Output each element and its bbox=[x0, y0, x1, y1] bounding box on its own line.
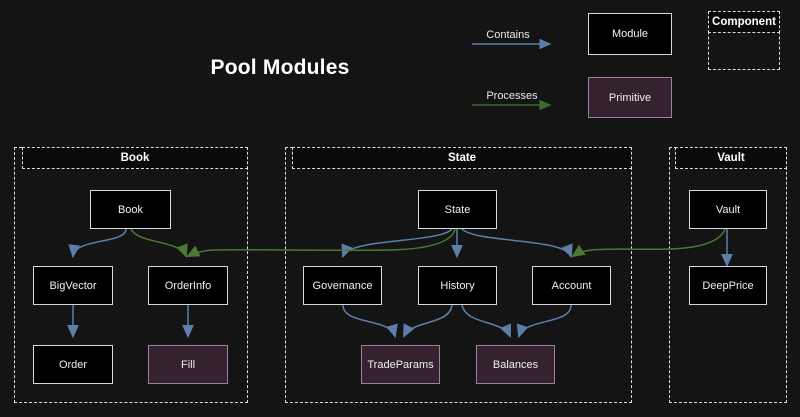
legend-node-primitive: Primitive bbox=[588, 77, 672, 118]
node-fill[interactable]: Fill bbox=[148, 345, 228, 384]
node-balances[interactable]: Balances bbox=[476, 345, 555, 384]
node-bigvector[interactable]: BigVector bbox=[33, 266, 113, 305]
node-book-label: Book bbox=[117, 203, 144, 216]
node-order[interactable]: Order bbox=[33, 345, 113, 384]
node-vault[interactable]: Vault bbox=[689, 190, 767, 229]
legend-label-processes: Processes bbox=[486, 90, 538, 102]
node-account[interactable]: Account bbox=[532, 266, 611, 305]
legend-arrow-contains bbox=[472, 38, 552, 50]
cluster-state-label: State bbox=[447, 152, 477, 164]
node-state-label: State bbox=[444, 203, 471, 216]
legend-arrow-processes bbox=[472, 99, 552, 111]
node-bigvector-label: BigVector bbox=[49, 279, 97, 292]
node-governance-label: Governance bbox=[312, 279, 373, 292]
legend-component-label: Component bbox=[712, 16, 776, 28]
node-governance[interactable]: Governance bbox=[303, 266, 382, 305]
cluster-vault-header: Vault bbox=[675, 147, 787, 169]
page-title: Pool Modules bbox=[210, 56, 350, 79]
node-tradeparams-label: TradeParams bbox=[367, 358, 434, 371]
legend-label-contains: Contains bbox=[486, 29, 530, 41]
cluster-book-header: Book bbox=[22, 147, 248, 169]
node-state[interactable]: State bbox=[418, 190, 497, 229]
node-book[interactable]: Book bbox=[90, 190, 171, 229]
cluster-state-header: State bbox=[292, 147, 632, 169]
node-orderinfo[interactable]: OrderInfo bbox=[148, 266, 228, 305]
node-vault-label: Vault bbox=[715, 203, 741, 216]
node-history-label: History bbox=[440, 279, 475, 292]
node-fill-label: Fill bbox=[180, 358, 196, 371]
node-order-label: Order bbox=[58, 358, 88, 371]
cluster-vault-label: Vault bbox=[717, 152, 745, 164]
node-balances-label: Balances bbox=[492, 358, 539, 371]
node-deepprice[interactable]: DeepPrice bbox=[689, 266, 767, 305]
cluster-book-label: Book bbox=[120, 152, 150, 164]
node-tradeparams[interactable]: TradeParams bbox=[361, 345, 440, 384]
node-history[interactable]: History bbox=[418, 266, 497, 305]
node-orderinfo-label: OrderInfo bbox=[164, 279, 212, 292]
legend-node-module-label: Module bbox=[611, 28, 649, 40]
legend-node-module: Module bbox=[588, 13, 672, 55]
legend-component-header: Component bbox=[708, 11, 780, 33]
node-deepprice-label: DeepPrice bbox=[702, 279, 754, 292]
node-account-label: Account bbox=[551, 279, 592, 292]
legend-node-primitive-label: Primitive bbox=[608, 91, 652, 104]
